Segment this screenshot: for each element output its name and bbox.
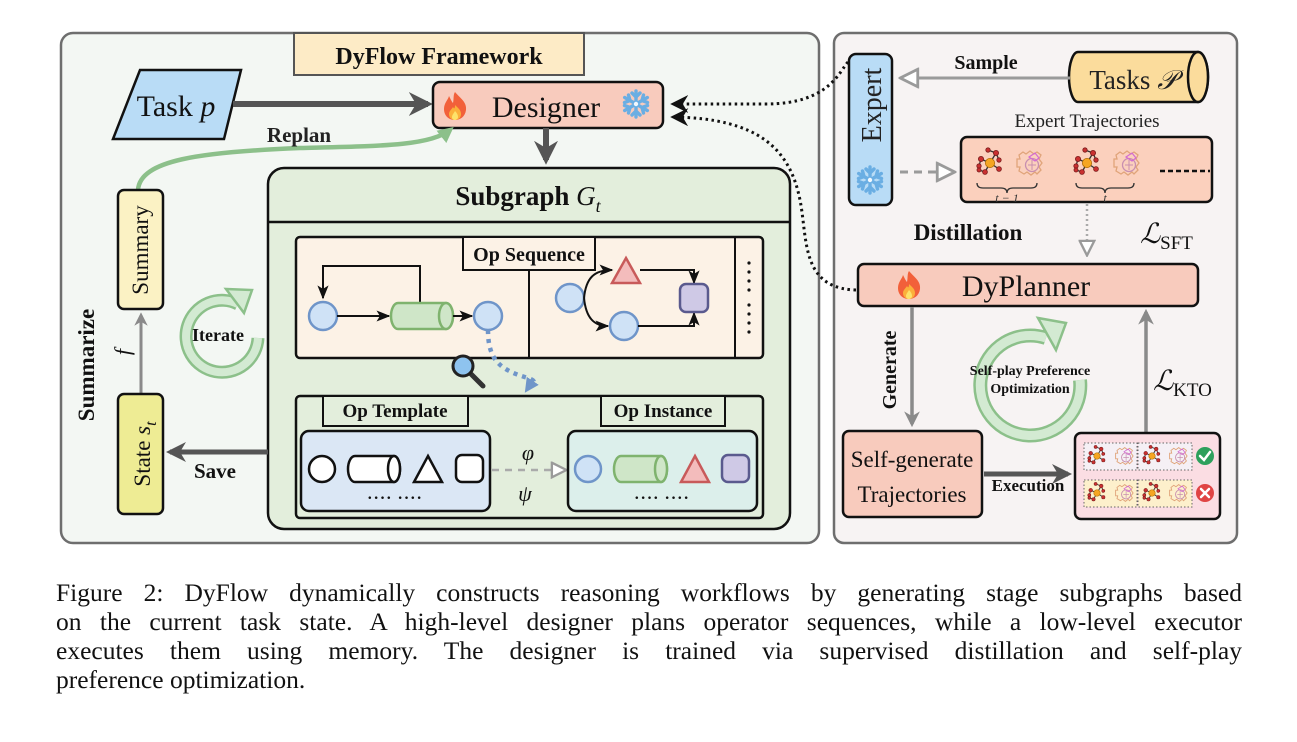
op-node-circle: [554, 282, 586, 314]
cross-icon: [1196, 484, 1214, 502]
framework-title: DyFlow Framework: [335, 44, 543, 70]
designer-label: Designer: [492, 91, 600, 124]
dyplanner-label: DyPlanner: [962, 270, 1090, 303]
template-square: [454, 453, 485, 484]
zoom-detail-arrow: [485, 329, 539, 393]
op-template-label-box: [322, 395, 469, 427]
op-template-label: Op Template: [342, 401, 447, 422]
execution-label: Execution: [992, 476, 1065, 495]
tasks-label: Tasks 𝒫: [1089, 65, 1184, 95]
instance-triangle: [678, 453, 712, 484]
op-instance-label-box: [600, 395, 726, 427]
distillation-label: Distillation: [914, 220, 1023, 245]
instance-cylinder: [612, 454, 669, 484]
dyflow-figure: DyFlow Framework Task p Designer Replan …: [59, 31, 1239, 545]
task-label: Task p: [137, 90, 216, 123]
instance-circle: [573, 454, 603, 484]
subgraph-title: Subgraph Gt: [455, 181, 601, 216]
caption-line: Figure 2: DyFlow dynamically constructs …: [56, 578, 1242, 607]
expert-node: [847, 52, 894, 207]
op-sequence-label-box: [462, 236, 596, 271]
selfplay-cycle-icon: [973, 316, 1088, 443]
op-node-square: [678, 282, 710, 314]
state-label: State st: [130, 421, 160, 487]
op-node-circle: [608, 310, 640, 342]
selfgen-node: [841, 429, 984, 519]
brace-label-t-minus-1: t − 1: [995, 191, 1018, 205]
selfgen-label-1: Self-generate: [851, 447, 974, 472]
magnifier-icon: [451, 354, 486, 389]
instance-square: [720, 453, 751, 484]
iterate-cycle-icon: [179, 287, 265, 379]
save-label: Save: [194, 459, 236, 483]
template-cylinder: [346, 454, 402, 484]
expert-label: Expert: [857, 67, 888, 142]
f-label: f: [110, 346, 135, 355]
op-node-cylinder: [389, 301, 455, 331]
op-node-triangle: [609, 255, 643, 285]
expert-to-designer-link: [670, 60, 850, 113]
result-row-success: [1083, 442, 1214, 471]
psi-label: ψ: [518, 481, 532, 506]
sft-loss-label: ℒSFT: [1140, 219, 1193, 254]
caption-line: on the current task state. A high-level …: [56, 607, 1242, 636]
selfplay-label-1: Self-play Preference: [970, 364, 1090, 379]
sample-label: Sample: [954, 52, 1017, 74]
phi-label: φ: [522, 440, 534, 465]
framework-title-box: [293, 32, 585, 76]
op-node-circle: [307, 300, 339, 332]
iterate-label: Iterate: [192, 325, 244, 345]
brace-label-t: t: [1103, 191, 1107, 205]
kto-loss-label: ℒKTO: [1153, 366, 1212, 401]
op-sequence-label: Op Sequence: [473, 244, 585, 266]
state-node: [116, 392, 165, 516]
instance-ellipsis: ···· ····: [634, 490, 690, 507]
expert-trajectories-label: Expert Trajectories: [1014, 111, 1159, 132]
figure-caption: Figure 2: DyFlow dynamically constructs …: [56, 578, 1242, 694]
task-node: [111, 68, 243, 141]
dyplanner-to-designer-link: [670, 108, 863, 292]
generate-label: Generate: [879, 330, 901, 409]
summary-node: [116, 188, 165, 311]
template-triangle: [411, 453, 445, 484]
summarize-label: Summarize: [74, 309, 99, 421]
selfplay-label-2: Optimization: [990, 382, 1070, 397]
summary-label: Summary: [128, 205, 153, 295]
replan-arrow: [135, 127, 454, 191]
tasks-database: [1067, 50, 1210, 104]
check-icon: [1196, 447, 1214, 465]
template-circle: [307, 454, 337, 484]
dyplanner-node: [856, 262, 1200, 308]
caption-line: executes them using memory. The designer…: [56, 636, 1242, 665]
caption-line: preference optimization.: [56, 665, 306, 694]
op-node-circle: [472, 300, 504, 332]
replan-label: Replan: [267, 123, 332, 147]
template-ellipsis: ···· ····: [367, 490, 423, 507]
result-row-failure: [1083, 479, 1214, 508]
op-instance-label: Op Instance: [614, 401, 713, 422]
selfgen-label-2: Trajectories: [857, 482, 966, 507]
